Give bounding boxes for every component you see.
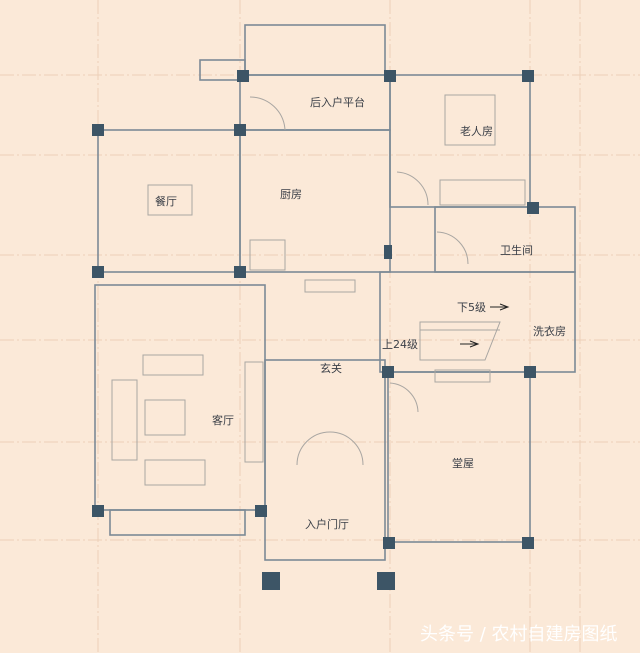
sofa [144, 459, 206, 486]
coffee-table [144, 399, 186, 436]
label-back-platform: 后入户平台 [310, 95, 365, 109]
label-bathroom: 卫生间 [500, 243, 533, 257]
arrow-icon [490, 303, 510, 311]
label-dining: 餐厅 [155, 194, 177, 208]
label-laundry: 洗衣房 [533, 324, 566, 338]
sofa [111, 379, 138, 461]
furniture [111, 94, 496, 486]
stair-up-label: 上24级 [382, 338, 418, 351]
label-elder-room: 老人房 [460, 125, 493, 138]
columns [92, 70, 539, 590]
dining-table [147, 184, 193, 216]
arrow-icon [460, 340, 480, 348]
walls [94, 24, 576, 561]
label-kitchen: 厨房 [280, 188, 302, 201]
watermark: 头条号 / 农村自建房图纸 [420, 624, 618, 645]
label-living: 客厅 [212, 413, 234, 427]
label-entry-hall: 入户门厅 [305, 517, 349, 531]
label-hall: 堂屋 [452, 457, 474, 470]
label-foyer: 玄关 [320, 361, 342, 375]
room-labels: 后入户平台 老人房 餐厅 厨房 卫生间 洗衣房 玄关 客厅 堂屋 入户门厅 下5… [155, 95, 566, 531]
armchairs [142, 354, 204, 376]
bed [444, 94, 496, 146]
stair-down-label: 下5级 [457, 301, 486, 314]
